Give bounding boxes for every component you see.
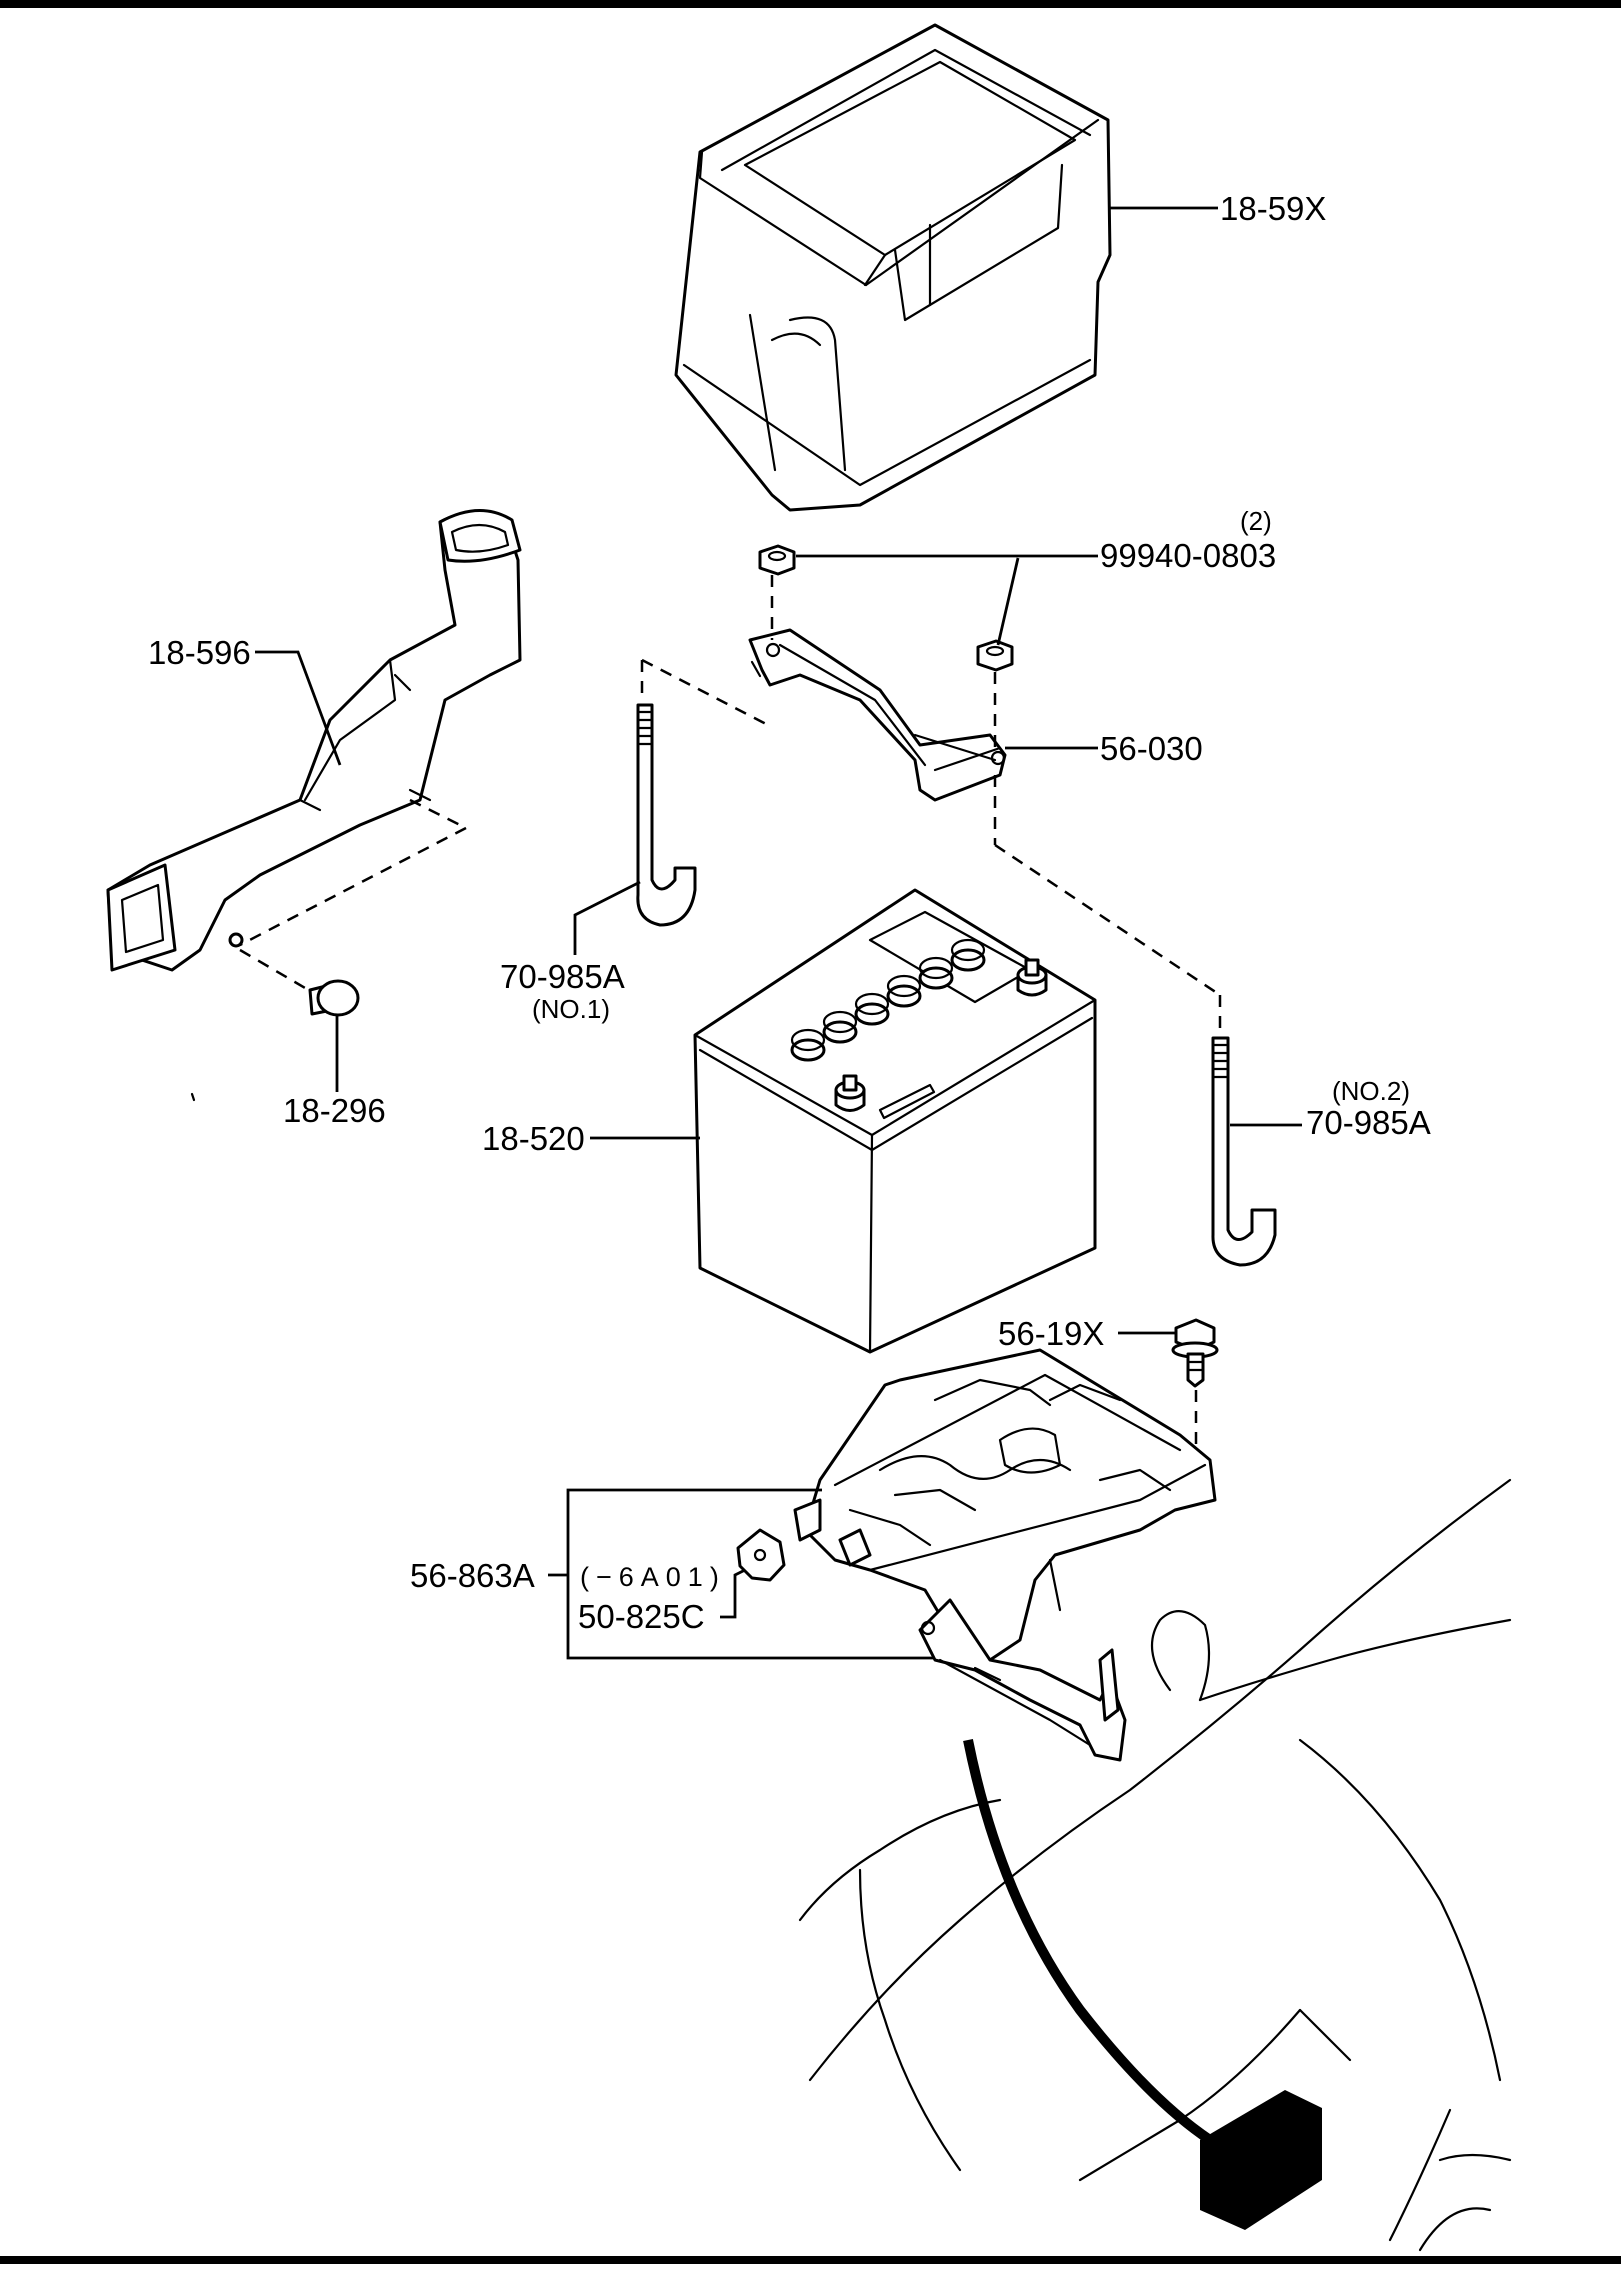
battery-terminal-left bbox=[834, 1074, 866, 1112]
label-air-duct: 18-596 bbox=[148, 634, 251, 671]
air-duct bbox=[106, 509, 522, 972]
label-battery: 18-520 bbox=[482, 1120, 585, 1157]
rod-no2 bbox=[1211, 1036, 1277, 1267]
clip bbox=[308, 979, 360, 1017]
nut-left bbox=[758, 544, 796, 576]
nut-right bbox=[976, 639, 1014, 672]
battery-tray bbox=[793, 1348, 1217, 1762]
tray-clip bbox=[736, 1528, 786, 1582]
label-bracket: 56-030 bbox=[1100, 730, 1203, 767]
label-clip: 18-296 bbox=[283, 1092, 386, 1129]
bottom-border bbox=[0, 2256, 1621, 2264]
label-tray-clip: 50-825C bbox=[578, 1598, 705, 1635]
label-bolt: 56-19X bbox=[998, 1315, 1104, 1352]
hold-down-bracket bbox=[748, 628, 1007, 802]
bolt bbox=[1171, 1318, 1219, 1388]
label-tray: 56-863A bbox=[410, 1557, 535, 1594]
label-rod-no2: 70-985A bbox=[1306, 1104, 1431, 1141]
label-rod-no1: 70-985A bbox=[500, 958, 625, 995]
label-rod-no2-note: (NO.2) bbox=[1332, 1076, 1410, 1106]
label-rod-no1-note: (NO.1) bbox=[532, 994, 610, 1024]
label-tray-clip-code: (−6A01) bbox=[580, 1562, 726, 1592]
label-cover: 18-59X bbox=[1220, 190, 1326, 227]
battery-cover bbox=[674, 23, 1112, 512]
top-border bbox=[0, 0, 1621, 8]
battery bbox=[693, 888, 1097, 1354]
label-nut: 99940-0803 bbox=[1100, 537, 1276, 574]
battery-terminal-right bbox=[1016, 958, 1048, 997]
battery-cell-caps bbox=[790, 938, 986, 1062]
rod-no1 bbox=[636, 703, 697, 927]
vehicle-location-outline bbox=[798, 1478, 1512, 2252]
label-nut-quantity: (2) bbox=[1240, 506, 1272, 536]
